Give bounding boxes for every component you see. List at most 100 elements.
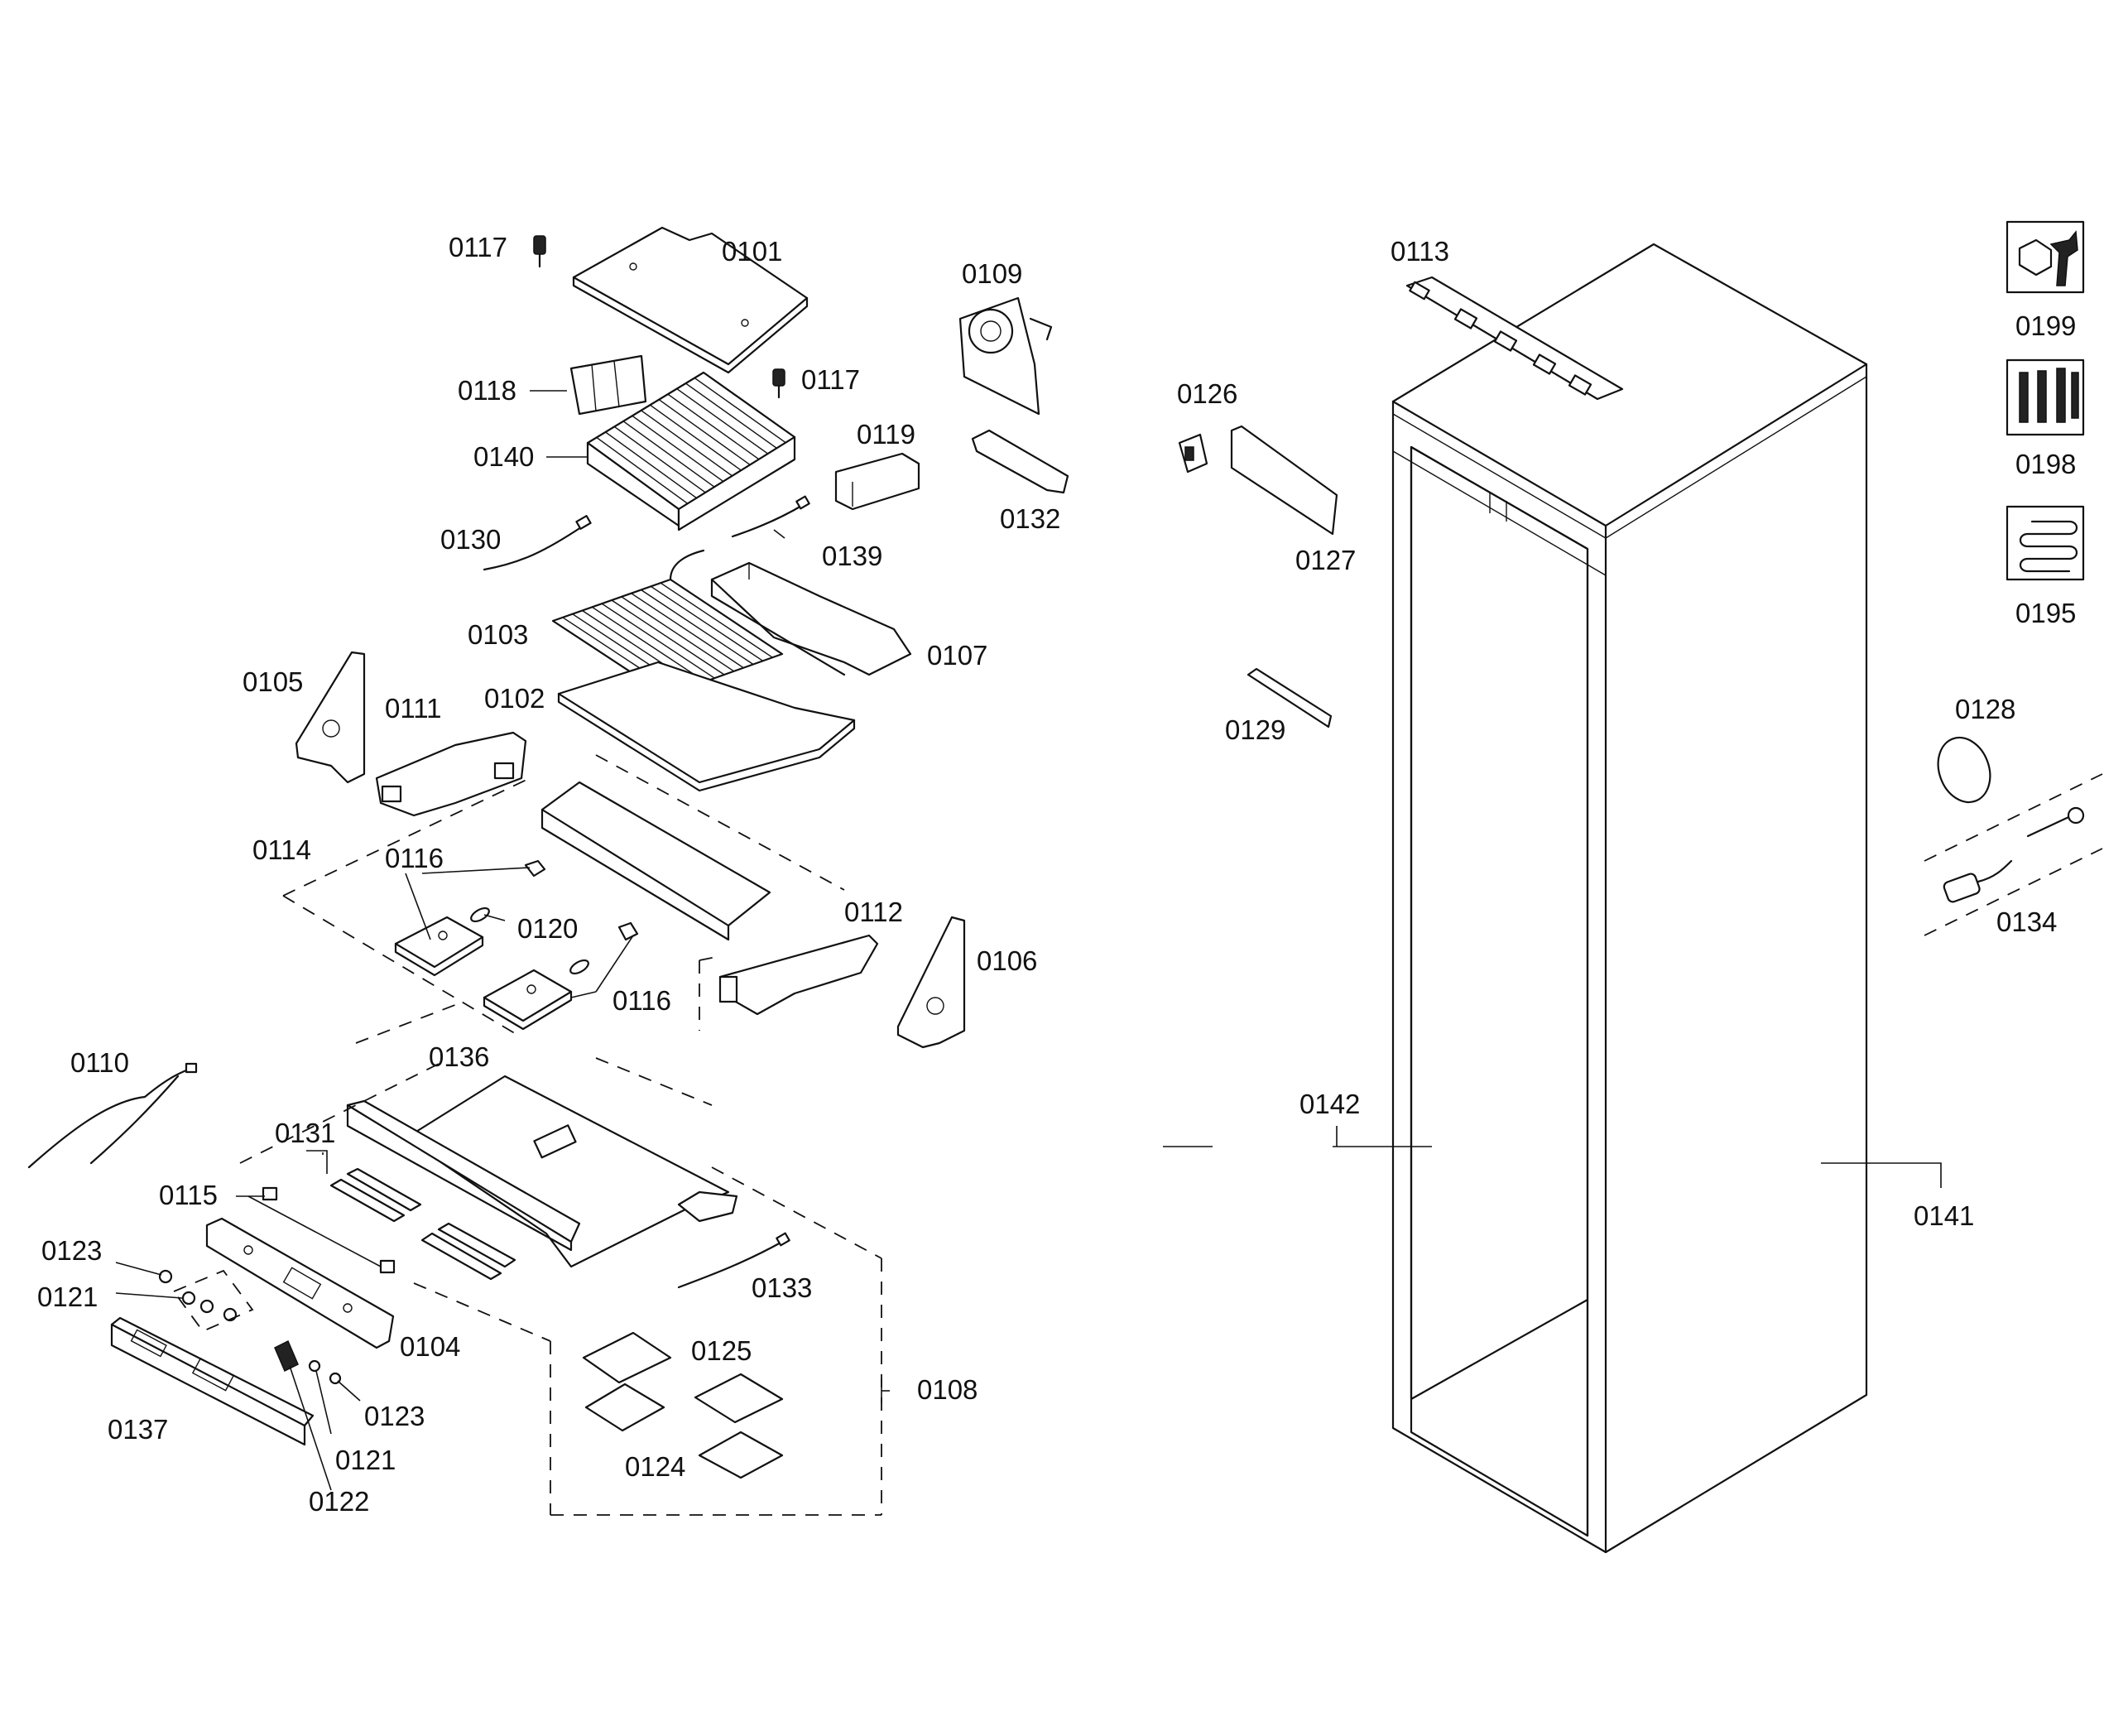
part-0117-screw-b (772, 368, 785, 399)
part-0120-bulb-b (569, 959, 589, 975)
label-0101: 0101 (722, 236, 782, 267)
label-0140: 0140 (473, 441, 534, 472)
label-0125: 0125 (691, 1335, 752, 1366)
evaporator-fin (685, 382, 777, 449)
heater-grid-line (660, 582, 773, 658)
part-0117-screw-a (533, 235, 546, 268)
evaporator-fin (649, 404, 742, 471)
part-0134-motor (1924, 773, 2103, 936)
evaporator-fin (641, 410, 733, 477)
label-0115: 0115 (159, 1180, 218, 1210)
label-0142: 0142 (1299, 1089, 1360, 1119)
part-0104-control-panel (205, 1217, 395, 1349)
label-0109: 0109 (962, 258, 1022, 289)
label-0134: 0134 (1996, 906, 2057, 937)
heater-grid-line (641, 589, 754, 666)
label-0108: 0108 (917, 1374, 978, 1405)
label-0117-b: 0117 (801, 364, 860, 395)
label-0126: 0126 (1177, 378, 1237, 409)
part-0121-buttons (158, 1269, 254, 1333)
part-0103-heater (551, 549, 784, 697)
heater-grid-line (611, 599, 725, 676)
label-0111: 0111 (385, 693, 442, 724)
part-0139-wire (731, 495, 810, 538)
group-0114 (282, 754, 845, 1036)
evaporator-fin (587, 442, 680, 510)
label-0129: 0129 (1225, 714, 1285, 745)
evaporator-fin (694, 377, 786, 444)
part-0136-chassis (346, 1075, 738, 1268)
heater-grid-line (621, 596, 735, 672)
label-0114: 0114 (252, 834, 311, 865)
heater-grid-line (631, 593, 744, 669)
label-0104: 0104 (400, 1331, 460, 1362)
part-0127-panel (1230, 425, 1338, 536)
label-0199: 0199 (2015, 310, 2076, 341)
label-0122: 0122 (309, 1486, 369, 1517)
labels: 0117 0101 0109 0118 0117 0140 0119 0132 … (37, 232, 2076, 1517)
label-0102: 0102 (484, 683, 545, 714)
part-0119 (834, 452, 920, 511)
evaporator-fin (613, 426, 706, 493)
label-0123-b: 0123 (364, 1401, 425, 1431)
leader-lines (115, 390, 1942, 1491)
group-main-dashed (355, 955, 721, 1044)
part-0130-wire (483, 515, 592, 571)
label-0198: 0198 (2015, 449, 2076, 479)
label-0133: 0133 (752, 1272, 812, 1303)
part-0113-bracket (1405, 276, 1624, 401)
screws-icon (2006, 358, 2085, 436)
part-0116-cap-b (617, 921, 639, 941)
coil-tube-icon (2006, 505, 2085, 581)
label-0195: 0195 (2015, 598, 2076, 628)
part-0124-filter-b (698, 1431, 784, 1479)
part-0128-ring (1937, 736, 1991, 804)
label-0103: 0103 (468, 619, 528, 650)
part-0102-tray (557, 661, 856, 792)
part-0126-switch (1178, 433, 1208, 474)
heater-grid-line (650, 585, 764, 661)
part-0129-strip (1247, 667, 1333, 729)
part-0132-bracket (971, 429, 1069, 494)
part-0120-bulb-a (470, 906, 490, 923)
evaporator-fin (703, 372, 795, 438)
cabinet (1391, 243, 1868, 1554)
part-0131-strips (329, 1167, 516, 1281)
part-0110-harness (27, 1062, 198, 1169)
label-0113: 0113 (1391, 236, 1449, 267)
part-0107-duct (710, 561, 912, 676)
part-0105-bracket (295, 651, 366, 784)
part-0133-wire (677, 1232, 790, 1289)
label-0118: 0118 (458, 375, 516, 406)
part-0122-switch (274, 1339, 299, 1373)
part-0116-cap-a (524, 859, 546, 878)
part-0125-filter-a (582, 1331, 672, 1384)
label-0139: 0139 (822, 541, 882, 571)
label-0141: 0141 (1914, 1200, 1974, 1231)
evaporator-fin (632, 415, 724, 483)
label-0119: 0119 (857, 419, 915, 450)
part-light-bar (540, 781, 771, 941)
part-0118-clip (569, 354, 647, 416)
label-0123-a: 0123 (41, 1235, 102, 1266)
part-0124-filter-a (584, 1383, 665, 1432)
evaporator-fin (676, 388, 769, 454)
label-0130: 0130 (440, 524, 501, 555)
heater-grid-line (591, 606, 706, 682)
part-0140-evaporator (586, 371, 796, 531)
label-0137: 0137 (108, 1414, 168, 1445)
heater-grid-line (601, 603, 715, 679)
label-0131: 0131 (275, 1118, 335, 1148)
part-0112 (718, 934, 879, 1016)
evaporator-fin (658, 399, 751, 466)
label-0124: 0124 (625, 1451, 685, 1482)
part-0106-bracket (896, 916, 966, 1049)
part-0125-filter-b (694, 1373, 784, 1424)
label-0121-b: 0121 (335, 1445, 396, 1475)
label-0128: 0128 (1955, 694, 2015, 724)
part-light-housing-b (483, 969, 573, 1031)
part-0115-knobs (262, 1186, 396, 1274)
evaporator-fin (667, 393, 760, 460)
